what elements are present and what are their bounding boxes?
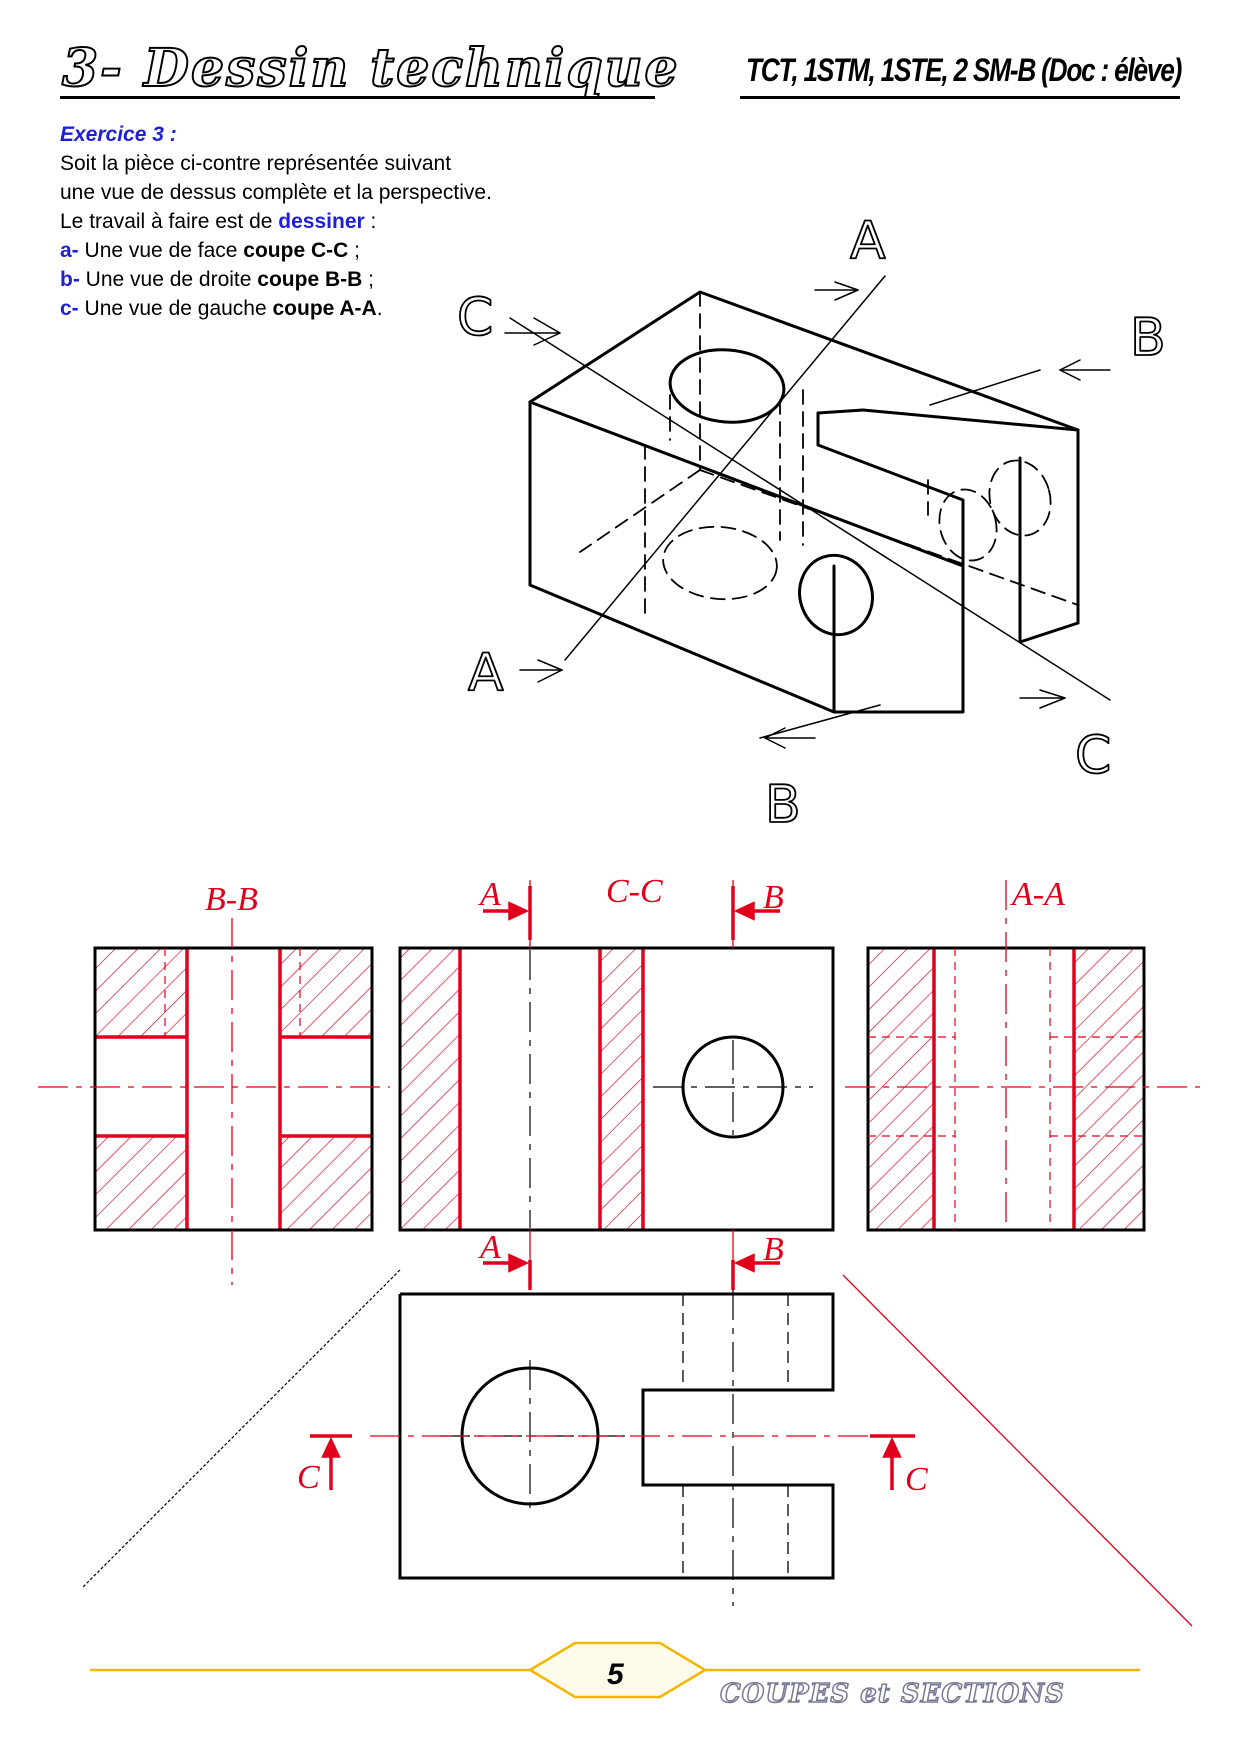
label-arrow-b-mid: B bbox=[763, 1231, 784, 1268]
construction-line-left bbox=[81, 1269, 401, 1589]
doc-underline bbox=[740, 96, 1180, 99]
exercise-title: Exercice 3 : bbox=[60, 123, 177, 146]
document-level: TCT, 1STM, 1STE, 2 SM-B (Doc : élève) bbox=[746, 52, 1182, 88]
label-view-cc: C-C bbox=[606, 873, 663, 910]
task-a: a- Une vue de face coupe C-C ; bbox=[60, 239, 360, 262]
view-bb-section: B-B bbox=[38, 881, 390, 1285]
title-underline bbox=[60, 96, 655, 99]
persp-label-b-bottom: B bbox=[765, 775, 801, 835]
persp-label-a-top: A bbox=[850, 211, 886, 271]
persp-label-b-top: B bbox=[1130, 308, 1166, 368]
label-arrow-c-right: C bbox=[905, 1461, 928, 1498]
page-number: 5 bbox=[607, 1658, 625, 1691]
keyword-dessiner: dessiner bbox=[278, 210, 365, 233]
persp-label-a-bottom: A bbox=[468, 643, 504, 703]
statement-line-1: Soit la pièce ci-contre représentée suiv… bbox=[60, 152, 452, 175]
view-aa-section: A-A bbox=[845, 876, 1200, 1232]
task-b: b- Une vue de droite coupe B-B ; bbox=[60, 268, 374, 291]
persp-label-c-bottom: C bbox=[1075, 726, 1111, 786]
persp-label-c-top: C bbox=[457, 288, 493, 348]
exercise-statement: Exercice 3 : Soit la pièce ci-contre rep… bbox=[60, 120, 492, 323]
view-cc-section: A C-C B A B bbox=[398, 873, 835, 1290]
perspective-view: A B C A B C bbox=[456, 210, 1166, 836]
label-arrow-b-top: B bbox=[763, 879, 784, 916]
footer-text: COUPES et SECTIONS bbox=[720, 1679, 1065, 1709]
footer: 5 COUPES et SECTIONS bbox=[90, 1641, 1140, 1710]
label-view-aa: A-A bbox=[1010, 876, 1065, 913]
label-arrow-a-top: A bbox=[478, 876, 501, 913]
construction-line-right bbox=[842, 1274, 1193, 1627]
task-c: c- Une vue de gauche coupe A-A. bbox=[60, 297, 383, 320]
label-view-bb: B-B bbox=[205, 881, 258, 918]
page-title: 3- Dessin technique bbox=[61, 37, 680, 100]
top-view: C C bbox=[297, 1290, 928, 1606]
statement-line-2: une vue de dessus complète et la perspec… bbox=[60, 181, 492, 204]
label-arrow-a-mid: A bbox=[478, 1229, 501, 1266]
label-arrow-c-left: C bbox=[297, 1459, 320, 1496]
statement-line-3: Le travail à faire est de dessiner : bbox=[60, 210, 377, 233]
